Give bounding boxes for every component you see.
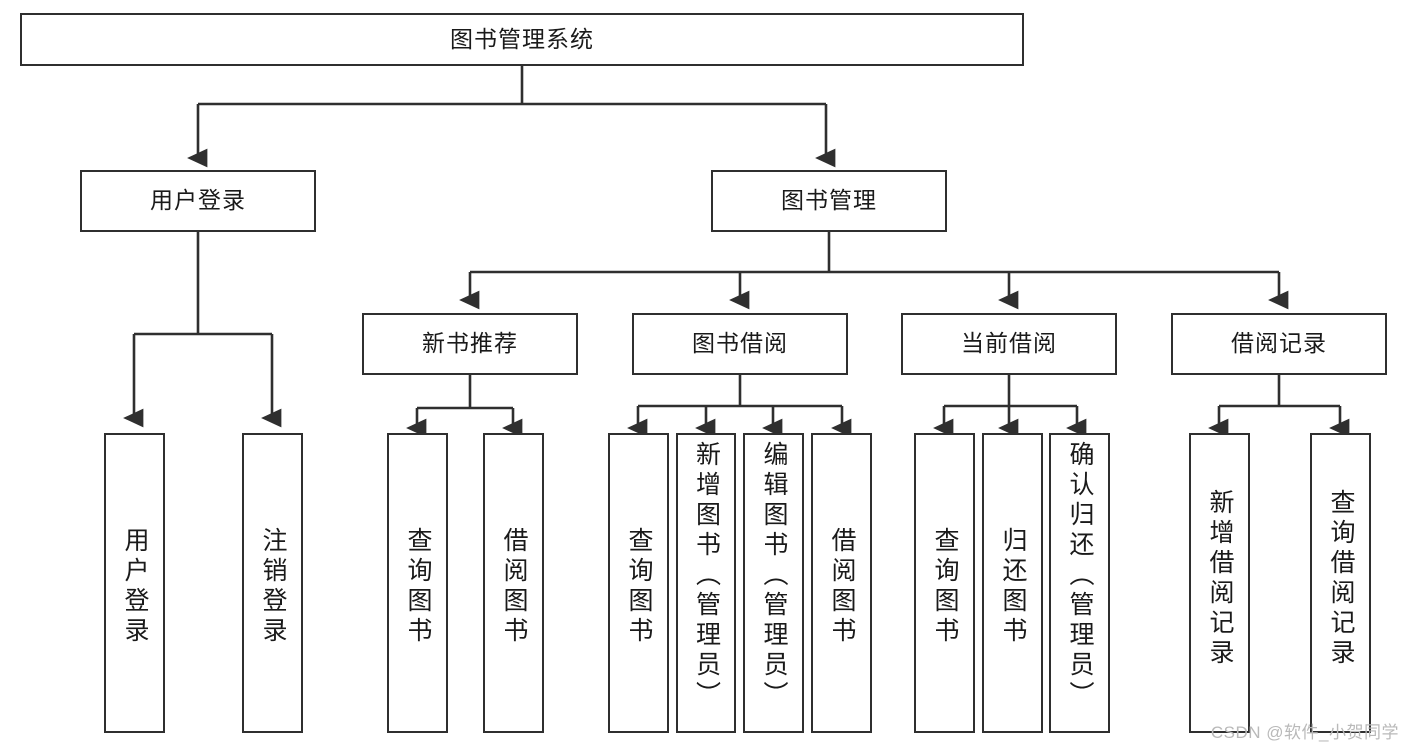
node-label: 新书推荐	[422, 330, 518, 357]
node-label: 查询图书	[931, 527, 959, 647]
leaf-confirm-return-admin[interactable]: 确认归还（管理员）	[1049, 433, 1110, 733]
node-label: 新增借阅记录	[1206, 489, 1234, 669]
leaf-return-book[interactable]: 归还图书	[982, 433, 1043, 733]
leaf-user-login[interactable]: 用户登录	[104, 433, 165, 733]
node-new-book-recommend[interactable]: 新书推荐	[362, 313, 578, 375]
leaf-borrow-book-recommend[interactable]: 借阅图书	[483, 433, 544, 733]
leaf-query-borrow-record[interactable]: 查询借阅记录	[1310, 433, 1371, 733]
node-label: 当前借阅	[961, 330, 1057, 357]
node-label: 借阅图书	[500, 527, 528, 647]
leaf-add-book-admin[interactable]: 新增图书（管理员）	[676, 433, 736, 733]
node-label: 查询借阅记录	[1327, 489, 1355, 669]
node-label: 新增图书（管理员）	[692, 441, 721, 711]
node-label: 借阅图书	[828, 527, 856, 647]
leaf-query-book-current[interactable]: 查询图书	[914, 433, 975, 733]
leaf-query-book-recommend[interactable]: 查询图书	[387, 433, 448, 733]
node-book-management[interactable]: 图书管理	[711, 170, 947, 232]
node-label: 确认归还（管理员）	[1066, 441, 1094, 711]
node-label: 归还图书	[999, 527, 1027, 647]
node-label: 图书管理系统	[450, 25, 594, 52]
node-label: 借阅记录	[1231, 330, 1327, 357]
leaf-edit-book-admin[interactable]: 编辑图书（管理员）	[743, 433, 804, 733]
node-label: 注销登录	[259, 527, 287, 647]
leaf-logout-login[interactable]: 注销登录	[242, 433, 303, 733]
node-label: 用户登录	[150, 187, 246, 214]
node-label: 图书借阅	[692, 330, 788, 357]
node-label: 图书管理	[781, 187, 877, 214]
leaf-add-borrow-record[interactable]: 新增借阅记录	[1189, 433, 1250, 733]
node-label: 查询图书	[625, 527, 653, 647]
leaf-borrow-book[interactable]: 借阅图书	[811, 433, 872, 733]
node-user-login[interactable]: 用户登录	[80, 170, 316, 232]
node-label: 用户登录	[121, 527, 149, 647]
node-label: 编辑图书（管理员）	[760, 441, 788, 711]
node-root-system[interactable]: 图书管理系统	[20, 13, 1024, 66]
watermark-text: CSDN @软件_小贺同学	[1210, 723, 1399, 742]
node-label: 查询图书	[404, 527, 432, 647]
node-borrow-record[interactable]: 借阅记录	[1171, 313, 1387, 375]
node-book-borrow[interactable]: 图书借阅	[632, 313, 848, 375]
node-current-borrow[interactable]: 当前借阅	[901, 313, 1117, 375]
leaf-query-book-borrow[interactable]: 查询图书	[608, 433, 669, 733]
